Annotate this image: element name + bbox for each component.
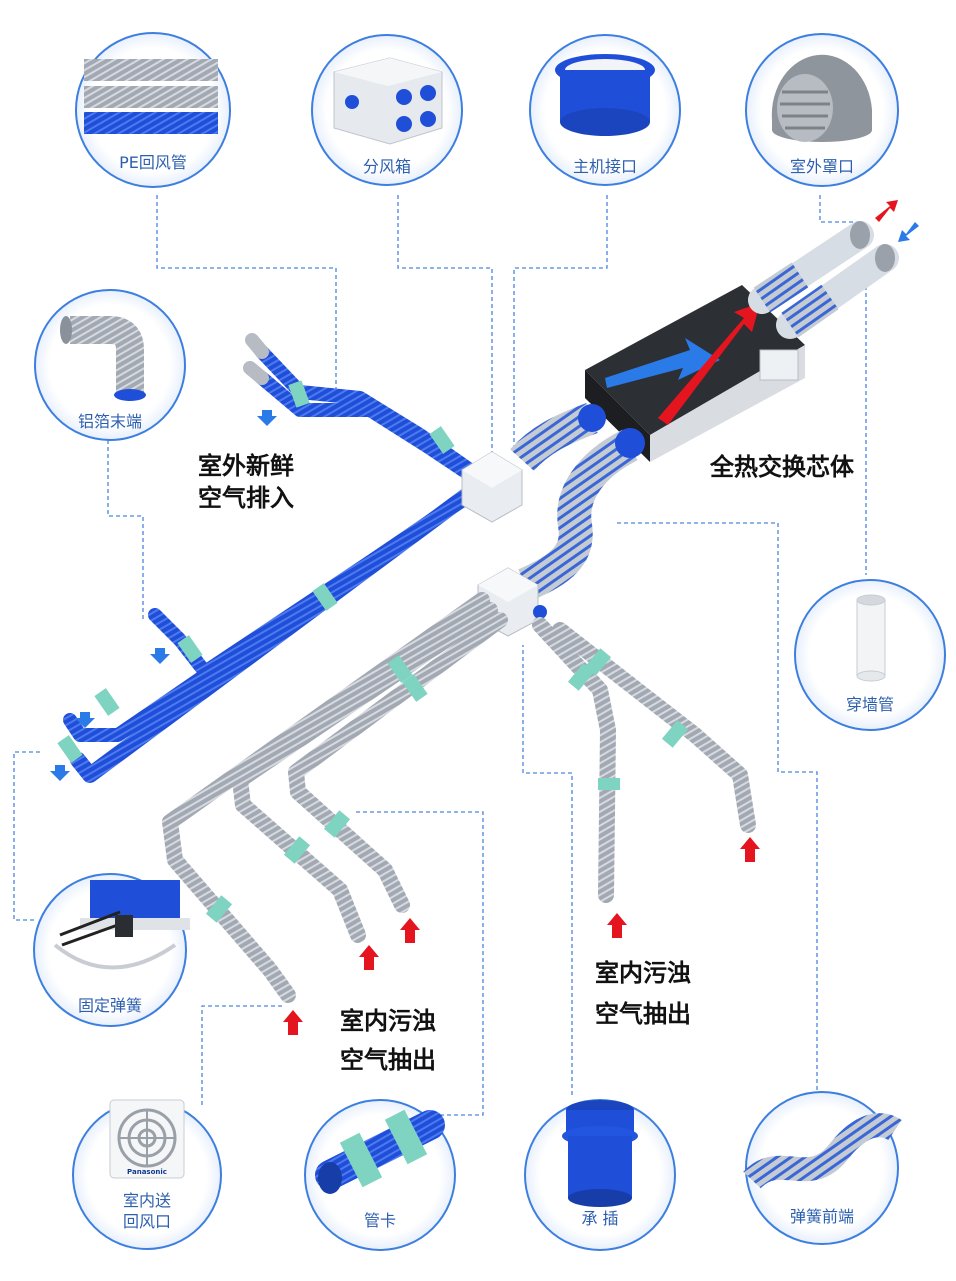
blue-flow-arrow xyxy=(605,338,720,388)
red-flow-arrow xyxy=(658,303,760,425)
return-pipe-clips xyxy=(205,648,689,923)
outdoor-hood-caption: 室外罩口 xyxy=(790,157,854,176)
fixing-spring-caption: 固定弹簧 xyxy=(78,996,142,1015)
foil-end-caption: 铝箔末端 xyxy=(78,412,142,431)
callout-host-interface: 主机接口 xyxy=(529,34,681,186)
leader-distribution-box xyxy=(397,195,493,460)
unit-flex-pipes xyxy=(510,403,645,601)
panasonic-logo: Panasonic xyxy=(127,1168,167,1176)
core-unit-label: 全热交换芯体 xyxy=(709,453,855,481)
fresh-air-label-line2: 空气排入 xyxy=(198,484,294,512)
fresh-air-outlet-arrows xyxy=(50,410,277,781)
indoor-vent-caption-line2: 回风口 xyxy=(123,1212,171,1231)
pe-pipe-illustration xyxy=(84,59,218,134)
dirty-air-label-a-line2: 空气抽出 xyxy=(340,1046,436,1074)
wall-pipe-caption: 穿墙管 xyxy=(846,695,894,714)
spring-front-caption: 弹簧前端 xyxy=(790,1207,854,1226)
distribution-box-illustration xyxy=(333,57,443,145)
dirty-air-label-a-line1: 室内污浊 xyxy=(340,1007,436,1035)
distribution-box-caption: 分风箱 xyxy=(363,157,411,176)
wall-pipe-illustration xyxy=(856,594,886,682)
indoor-vent-caption-line1: 室内送 xyxy=(123,1191,171,1210)
return-pipe-network xyxy=(162,592,756,1003)
fixing-spring-illustration xyxy=(53,880,190,970)
callout-wall-pipe: 穿墙管 xyxy=(794,579,946,731)
leader-spring-front xyxy=(616,522,818,1090)
red-exhaust-arrow xyxy=(875,200,898,222)
dirty-air-intake-arrows xyxy=(283,837,760,1035)
upper-distribution-box xyxy=(461,451,523,523)
callout-outdoor-hood: 室外罩口 xyxy=(745,33,899,187)
callout-pe-return-pipe: PE回风管 xyxy=(75,32,231,188)
callout-spring-front: 弹簧前端 xyxy=(743,1091,902,1245)
host-outlet-pipes xyxy=(748,200,919,339)
callout-fixing-spring: 固定弹簧 xyxy=(33,873,190,1027)
leader-indoor-vent xyxy=(201,1005,285,1105)
pipe-clamp-caption: 管卡 xyxy=(364,1211,396,1230)
supply-pipe-network xyxy=(63,333,498,783)
host-interface-caption: 主机接口 xyxy=(573,157,637,176)
leader-host-interface xyxy=(513,195,608,450)
socket-caption: 承 插 xyxy=(581,1209,618,1228)
dirty-air-label-b-line1: 室内污浊 xyxy=(595,959,691,987)
callout-pipe-clamp: 管卡 xyxy=(304,1099,456,1251)
outdoor-hood-illustration xyxy=(771,54,872,142)
blue-intake-arrow xyxy=(898,222,919,242)
dirty-air-label-b-line2: 空气抽出 xyxy=(595,1000,691,1028)
callout-socket: 承 插 xyxy=(524,1099,676,1251)
leader-fixing-spring xyxy=(13,751,40,921)
leader-lines xyxy=(13,195,867,1116)
fresh-air-label-line1: 室外新鲜 xyxy=(198,452,294,480)
pe-return-pipe-caption: PE回风管 xyxy=(119,153,187,172)
callout-distribution-box: 分风箱 xyxy=(311,34,463,186)
leader-outdoor-hood xyxy=(819,195,860,223)
supply-pipe-clips xyxy=(57,380,455,763)
foil-end-illustration xyxy=(60,316,146,401)
indoor-vent-illustration: Panasonic xyxy=(109,1099,185,1179)
socket-illustration xyxy=(562,1100,638,1207)
pipe-clamp-illustration xyxy=(315,1109,445,1194)
spring-front-illustration xyxy=(743,1113,902,1189)
leader-pe-pipe xyxy=(156,195,337,395)
callout-foil-end: 铝箔末端 xyxy=(34,289,186,441)
leader-foil-end xyxy=(107,440,144,620)
leader-socket xyxy=(522,645,573,1095)
host-interface-illustration xyxy=(555,54,655,136)
callout-indoor-vent: Panasonic 室内送 回风口 xyxy=(72,1099,222,1250)
leader-pipe-clamp xyxy=(355,811,484,1116)
